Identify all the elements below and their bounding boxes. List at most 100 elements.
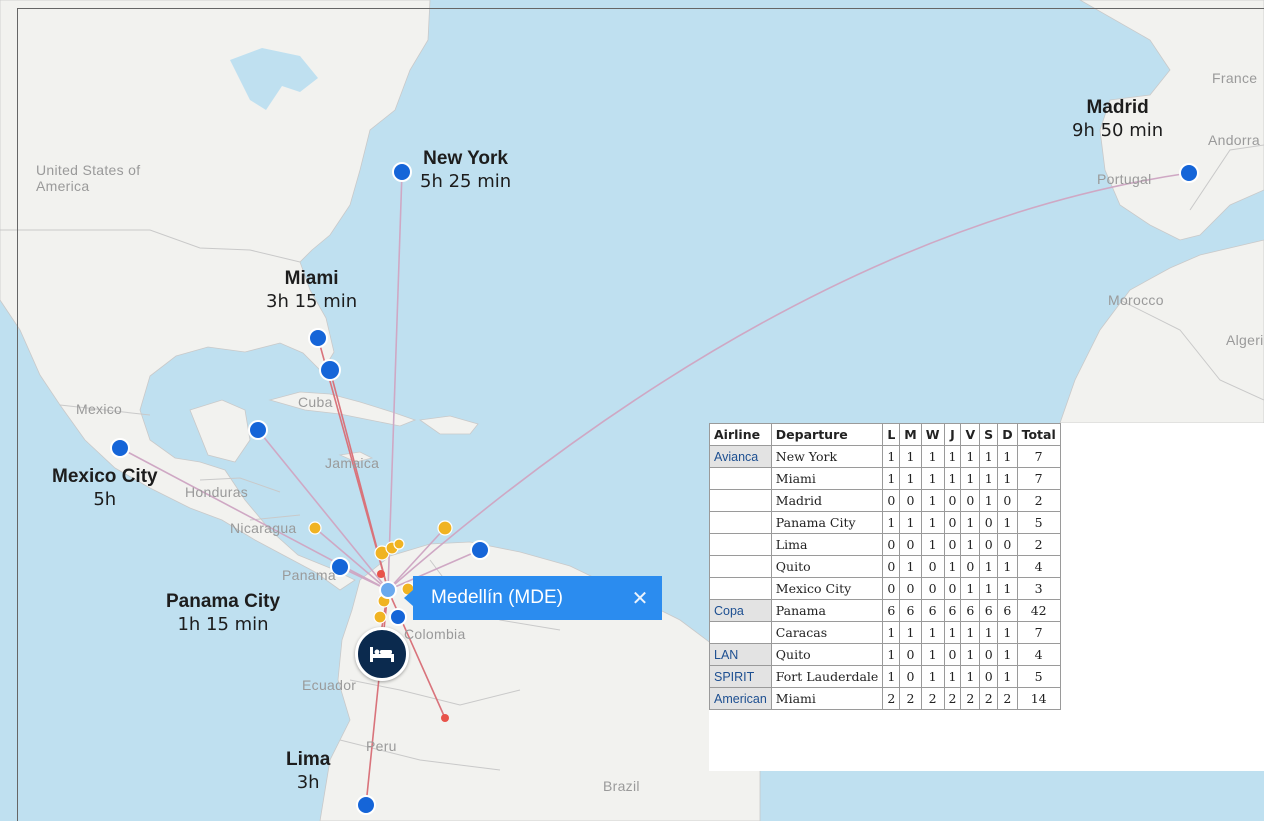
day-count-cell: 1 bbox=[997, 445, 1018, 468]
land-cuba bbox=[268, 391, 417, 427]
city-label-new-york[interactable]: New York 5h 25 min bbox=[420, 147, 511, 193]
close-icon[interactable]: ✕ bbox=[631, 587, 649, 610]
departure-cell: Quito bbox=[770, 555, 884, 578]
day-count-cell: 1 bbox=[979, 621, 999, 644]
day-count-cell: 1 bbox=[979, 577, 999, 600]
geo-label-mexico: Mexico bbox=[76, 401, 123, 417]
city-label-miami[interactable]: Miami 3h 15 min bbox=[266, 267, 357, 313]
departure-cell: Miami bbox=[770, 687, 884, 710]
day-count-cell: 0 bbox=[979, 643, 999, 666]
day-count-cell: 0 bbox=[979, 533, 999, 556]
day-count-cell: 0 bbox=[943, 489, 962, 512]
land-north-america bbox=[0, 0, 431, 591]
selected-airport-callout[interactable]: Medellín (MDE) ✕ bbox=[413, 576, 662, 620]
geo-label-portugal: Portugal bbox=[1097, 171, 1152, 187]
stop-marker bbox=[393, 538, 405, 550]
day-count-cell: 1 bbox=[899, 467, 922, 490]
total-cell: 5 bbox=[1016, 511, 1061, 534]
day-count-cell: 2 bbox=[943, 687, 962, 710]
day-count-cell: 6 bbox=[943, 599, 962, 622]
total-cell: 14 bbox=[1016, 687, 1061, 710]
city-name: Panama City bbox=[166, 591, 281, 612]
column-header: L bbox=[882, 423, 901, 446]
departure-cell: Quito bbox=[770, 643, 884, 666]
geo-label-colombia: Colombia bbox=[404, 626, 466, 642]
destination-markers[interactable] bbox=[110, 162, 1199, 815]
airline-cell: Copa bbox=[709, 599, 772, 622]
day-count-cell: 2 bbox=[899, 687, 922, 710]
day-count-cell: 6 bbox=[882, 599, 901, 622]
total-cell: 2 bbox=[1016, 533, 1061, 556]
day-count-cell: 1 bbox=[979, 467, 999, 490]
geo-label-panama: Panama bbox=[282, 567, 336, 583]
departure-cell: Madrid bbox=[770, 489, 884, 512]
departure-cell: Caracas bbox=[770, 621, 884, 644]
day-count-cell: 1 bbox=[920, 665, 945, 688]
geo-label-algeria: Algeria bbox=[1226, 332, 1264, 348]
day-count-cell: 1 bbox=[920, 445, 945, 468]
day-count-cell: 1 bbox=[899, 555, 922, 578]
day-count-cell: 1 bbox=[882, 511, 901, 534]
city-label-panama-city[interactable]: Panama City 1h 15 min bbox=[166, 590, 280, 636]
column-header: S bbox=[979, 423, 999, 446]
day-count-cell: 0 bbox=[979, 665, 999, 688]
day-count-cell: 0 bbox=[979, 511, 999, 534]
total-cell: 42 bbox=[1016, 599, 1061, 622]
airline-cell bbox=[709, 555, 772, 578]
day-count-cell: 0 bbox=[943, 577, 962, 600]
marker-madrid bbox=[1179, 163, 1199, 183]
callout-label: Medellín (MDE) bbox=[431, 587, 563, 608]
land-europe bbox=[1079, 0, 1264, 241]
airline-cell bbox=[709, 467, 772, 490]
geo-label-cuba: Cuba bbox=[298, 394, 333, 410]
day-count-cell: 1 bbox=[882, 621, 901, 644]
city-label-madrid[interactable]: Madrid 9h 50 min bbox=[1072, 96, 1163, 142]
airline-cell bbox=[709, 577, 772, 600]
day-count-cell: 1 bbox=[920, 643, 945, 666]
geo-label-france: France bbox=[1212, 70, 1258, 86]
day-count-cell: 0 bbox=[960, 489, 981, 512]
route-havana bbox=[257, 429, 389, 591]
geo-label-brazil: Brazil bbox=[603, 778, 640, 794]
airline-cell bbox=[709, 621, 772, 644]
city-name: Mexico City bbox=[52, 466, 158, 487]
selected-stop-marker bbox=[441, 714, 449, 722]
city-label-lima[interactable]: Lima 3h bbox=[286, 748, 330, 794]
city-label-mexico-city[interactable]: Mexico City 5h bbox=[52, 465, 158, 511]
total-cell: 7 bbox=[1016, 467, 1061, 490]
departure-cell: Fort Lauderdale bbox=[770, 665, 884, 688]
day-count-cell: 0 bbox=[899, 577, 922, 600]
city-name: New York bbox=[423, 148, 508, 169]
departure-cell: Mexico City bbox=[770, 577, 884, 600]
day-count-cell: 1 bbox=[943, 467, 962, 490]
route-madrid bbox=[387, 172, 1190, 591]
day-count-cell: 0 bbox=[920, 555, 945, 578]
hotel-pin[interactable] bbox=[355, 627, 409, 681]
total-cell: 4 bbox=[1016, 555, 1061, 578]
day-count-cell: 1 bbox=[960, 665, 981, 688]
total-cell: 2 bbox=[1016, 489, 1061, 512]
land-hispaniola bbox=[418, 415, 479, 435]
day-count-cell: 1 bbox=[920, 533, 945, 556]
day-count-cell: 1 bbox=[960, 511, 981, 534]
column-header: Total bbox=[1016, 423, 1061, 446]
day-count-cell: 0 bbox=[943, 533, 962, 556]
marker-caracas bbox=[470, 540, 490, 560]
day-count-cell: 0 bbox=[997, 489, 1018, 512]
geo-label-usa: United States of America bbox=[36, 162, 141, 195]
